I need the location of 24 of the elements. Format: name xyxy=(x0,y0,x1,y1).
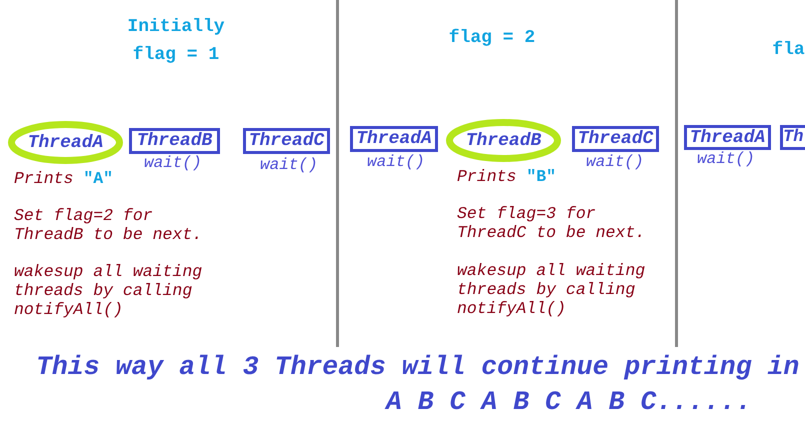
thread-box: ThreadC xyxy=(243,128,330,154)
thread-box: ThreadC xyxy=(572,126,659,152)
thread-box: ThreadA xyxy=(684,125,771,150)
summary-text: This way all 3 Threads will continue printing in xyxy=(36,352,800,382)
status-text: wait() xyxy=(260,157,318,173)
status-text: wait() xyxy=(367,154,425,170)
heading-text: fla xyxy=(772,39,805,62)
note-text: Prints "B" xyxy=(457,167,558,186)
status-text: wait() xyxy=(697,151,755,167)
note-text: wakesup all waiting threads by calling notifyAll() xyxy=(14,262,204,319)
status-text: wait() xyxy=(586,154,644,170)
thread-box: ThreadA xyxy=(350,126,438,152)
heading-text: Initially flag = 1 xyxy=(126,16,226,67)
heading-text: flag = 2 xyxy=(448,27,536,50)
thread-box: Th xyxy=(780,125,805,150)
note-text: wakesup all waiting threads by calling notifyAll() xyxy=(457,261,646,318)
note-text: Set flag=3 for ThreadC to be next. xyxy=(457,204,646,242)
thread-ellipse: ThreadA xyxy=(8,121,123,164)
thread-ellipse: ThreadB xyxy=(446,119,561,162)
note-text: Prints "A" xyxy=(14,169,114,188)
thread-box: ThreadB xyxy=(129,128,220,154)
sequence-text: A B C A B C A B C...... xyxy=(386,387,752,417)
note-text: Set flag=2 for ThreadB to be next. xyxy=(14,206,204,244)
status-text: wait() xyxy=(144,155,202,171)
